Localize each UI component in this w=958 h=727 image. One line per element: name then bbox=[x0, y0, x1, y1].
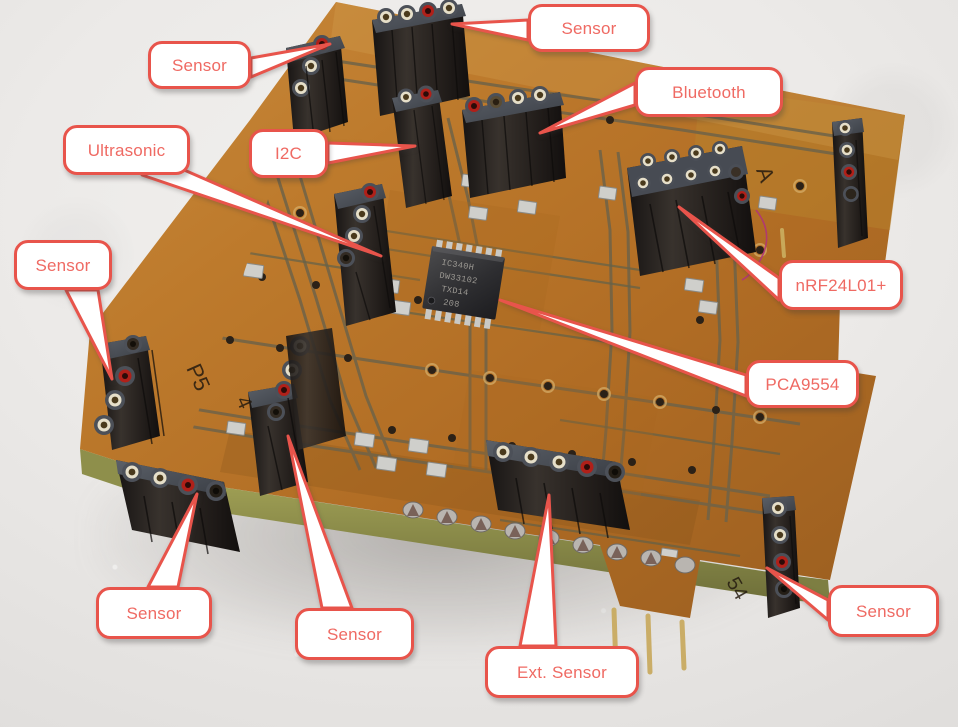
callout-bluetooth[interactable]: Bluetooth bbox=[635, 67, 783, 117]
callout-label: Ultrasonic bbox=[87, 140, 166, 160]
callout-sensor-bottom-right[interactable]: Sensor bbox=[828, 585, 939, 637]
callout-label: Sensor bbox=[171, 55, 228, 75]
callout-sensor-left[interactable]: Sensor bbox=[14, 240, 112, 290]
svg-text:TXD14: TXD14 bbox=[441, 284, 470, 298]
callout-label: Sensor bbox=[855, 601, 912, 621]
ic-pca9554: IC340H DW33102 TXD14 208 bbox=[422, 239, 506, 330]
callout-label: Bluetooth bbox=[672, 82, 746, 102]
callout-sensor-bottom-center[interactable]: Sensor bbox=[295, 608, 414, 660]
connector-i2c bbox=[392, 85, 452, 208]
callout-ultrasonic[interactable]: Ultrasonic bbox=[63, 125, 190, 175]
callout-sensor-top-center[interactable]: Sensor bbox=[528, 4, 650, 52]
callout-label: Sensor bbox=[561, 18, 617, 38]
callout-label: nRF24L01+ bbox=[795, 275, 887, 295]
callout-sensor-bottom-left[interactable]: Sensor bbox=[96, 587, 212, 639]
connector-right-upper bbox=[780, 118, 868, 258]
callout-sensor-top-left[interactable]: Sensor bbox=[148, 41, 251, 89]
callout-label: Sensor bbox=[126, 603, 182, 623]
callout-i2c[interactable]: I2C bbox=[249, 129, 328, 178]
callout-nrf24l01[interactable]: nRF24L01+ bbox=[779, 260, 903, 310]
callout-label: Ext. Sensor bbox=[516, 662, 608, 682]
connector-sensor-bottom-center-pads bbox=[286, 328, 346, 450]
callout-label: I2C bbox=[274, 144, 303, 163]
callout-label: Sensor bbox=[35, 255, 91, 275]
callout-pca9554[interactable]: PCA9554 bbox=[746, 360, 859, 408]
svg-text:208: 208 bbox=[443, 298, 461, 310]
connector-sensor-left bbox=[94, 335, 165, 450]
callout-label: PCA9554 bbox=[765, 374, 840, 394]
callout-ext-sensor[interactable]: Ext. Sensor bbox=[485, 646, 639, 698]
connector-sensor-top-center bbox=[372, 0, 470, 116]
callout-label: Sensor bbox=[326, 624, 383, 644]
